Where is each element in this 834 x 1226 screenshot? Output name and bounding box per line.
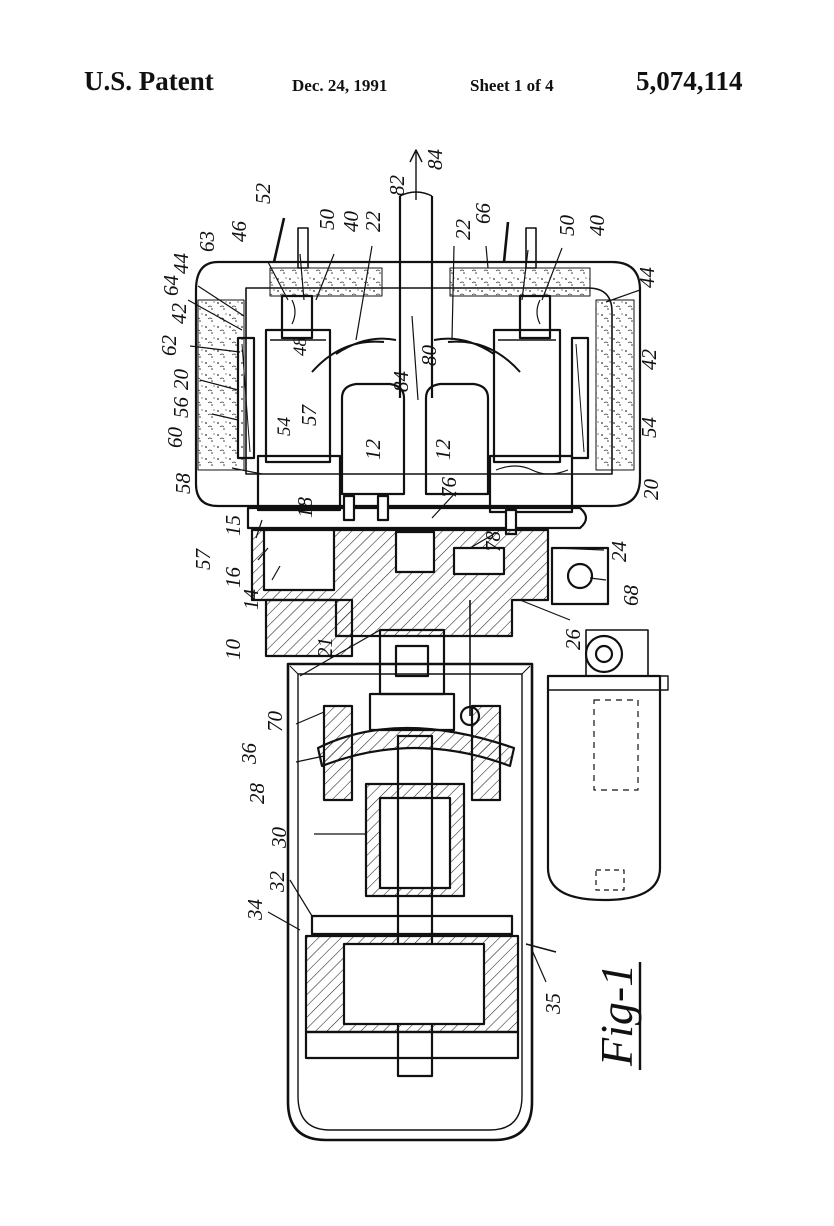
ref-84-mid: 84 — [389, 371, 413, 393]
ref-16: 16 — [221, 567, 245, 589]
figure-label: Fig-1 — [591, 962, 642, 1070]
ref-78: 78 — [481, 531, 505, 553]
ref-18: 18 — [293, 497, 317, 519]
patent-number: 5,074,114 — [636, 66, 743, 96]
ref-24: 24 — [607, 541, 631, 563]
patent-header: U.S. Patent Dec. 24, 1991 Sheet 1 of 4 5… — [0, 66, 834, 106]
ref-34: 34 — [243, 899, 267, 922]
ref-54-left: 54 — [274, 417, 295, 437]
ref-40-left: 40 — [339, 211, 363, 233]
patent-label: U.S. Patent — [84, 66, 214, 96]
ref-60: 60 — [163, 427, 187, 449]
ref-32: 32 — [265, 871, 289, 894]
ref-14: 14 — [239, 589, 263, 611]
ref-57-upper: 57 — [297, 404, 321, 427]
ref-44-left: 44 — [169, 253, 193, 275]
ref-10: 10 — [221, 639, 245, 661]
ref-84-top: 84 — [423, 149, 447, 171]
ref-68: 68 — [619, 585, 643, 607]
ref-35: 35 — [541, 993, 565, 1015]
leader-lines — [187, 245, 641, 983]
ref-64: 64 — [159, 275, 183, 297]
ref-82: 82 — [385, 175, 409, 197]
ref-46: 46 — [227, 221, 251, 243]
ref-58: 58 — [171, 473, 195, 495]
ref-44-right: 44 — [635, 267, 659, 289]
patent-date: Dec. 24, 1991 — [292, 76, 388, 95]
ref-48: 48 — [290, 337, 311, 357]
sheet-label: Sheet 1 of 4 — [470, 76, 554, 95]
figure-label-text: Fig-1 — [591, 964, 642, 1067]
assembly-illustration — [194, 149, 669, 1142]
ref-30: 30 — [267, 827, 291, 850]
ref-15: 15 — [221, 515, 245, 536]
ref-80: 80 — [417, 345, 441, 367]
ref-42-left: 42 — [167, 303, 191, 325]
ref-12-left: 12 — [361, 439, 385, 461]
ref-50-left: 50 — [315, 209, 339, 231]
ref-12-right: 12 — [431, 439, 455, 461]
ref-66: 66 — [471, 203, 495, 225]
ref-22-right: 22 — [451, 219, 475, 241]
ref-50-right: 50 — [555, 215, 579, 237]
ref-36: 36 — [237, 743, 261, 766]
reference-numerals: 84 82 66 52 50 40 22 46 63 44 64 42 62 2… — [157, 149, 663, 1016]
ref-28: 28 — [245, 783, 269, 805]
ref-22-left: 22 — [361, 211, 385, 233]
ref-70: 70 — [263, 711, 287, 733]
ref-62: 62 — [157, 335, 181, 357]
ref-20-right: 20 — [639, 479, 663, 501]
ref-56: 56 — [169, 397, 193, 419]
ref-54-right: 54 — [637, 417, 661, 439]
ref-42-right: 42 — [637, 349, 661, 371]
ref-20-left: 20 — [169, 369, 193, 391]
ref-52: 52 — [251, 183, 275, 205]
ref-57-lower: 57 — [191, 548, 215, 571]
ref-40-right: 40 — [585, 215, 609, 237]
ref-26: 26 — [561, 629, 585, 651]
ref-63: 63 — [195, 231, 219, 252]
ref-76: 76 — [437, 477, 461, 499]
ref-21: 21 — [313, 637, 337, 658]
